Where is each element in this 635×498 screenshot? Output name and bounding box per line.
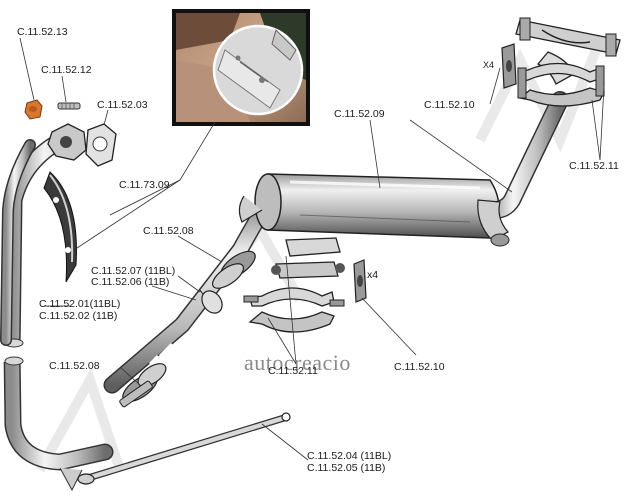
callout-intermediate-pipe-11bl: C.11.52.07 (11BL) [91, 265, 176, 277]
callout-muffler: C.11.52.09 [334, 108, 385, 120]
callout-middle-clamp: C.11.52.11 [268, 365, 318, 377]
upper-clamp [199, 250, 256, 314]
heat-shield-bracket [43, 171, 77, 283]
lower-clamp [119, 363, 167, 408]
watermark-text: autocreacio [244, 350, 351, 375]
callout-rear-clamp: C.11.52.11 [569, 160, 619, 172]
callout-heat-shield: C.11.73.09 [119, 179, 170, 191]
callout-front-pipe-11bl: C.11.52.01(11BL) [39, 298, 121, 310]
callout-rear-quantity: X4 [483, 60, 495, 70]
callout-tie-rod-11b: C.11.52.05 (11B) [307, 462, 386, 474]
callout-middle-quantity: x4 [367, 269, 379, 281]
tail-pipe [477, 91, 569, 247]
callout-stud: C.11.52.12 [41, 64, 92, 76]
tie-rod [77, 412, 291, 485]
front-exhaust-pipe [0, 131, 114, 492]
rear-gasket-plate [501, 43, 517, 89]
callout-manifold-gasket: C.11.52.03 [97, 99, 148, 111]
callout-front-pipe-11b: C.11.52.02 (11B) [39, 310, 118, 322]
stud-part [57, 102, 81, 110]
rear-clamps [517, 62, 605, 107]
inset-photo [172, 9, 310, 126]
callout-tie-rod-11bl: C.11.52.04 (11BL) [307, 450, 392, 462]
nut-part [24, 99, 43, 120]
callout-intermediate-pipe-11b: C.11.52.06 (11B) [91, 276, 170, 288]
middle-clamps [243, 287, 345, 333]
callout-middle-gasket: C.11.52.10 [394, 361, 445, 373]
middle-gasket-plate [353, 259, 367, 303]
callout-upper-clamp: C.11.52.08 [143, 225, 194, 237]
muffler [238, 173, 500, 239]
callout-lower-clamp: C.11.52.08 [49, 360, 100, 372]
callout-nut: C.11.52.13 [17, 26, 68, 38]
leader-lines [19, 37, 605, 461]
middle-bracket [271, 237, 345, 279]
callout-rear-gasket: C.11.52.10 [424, 99, 475, 111]
manifold-flange [47, 123, 117, 167]
